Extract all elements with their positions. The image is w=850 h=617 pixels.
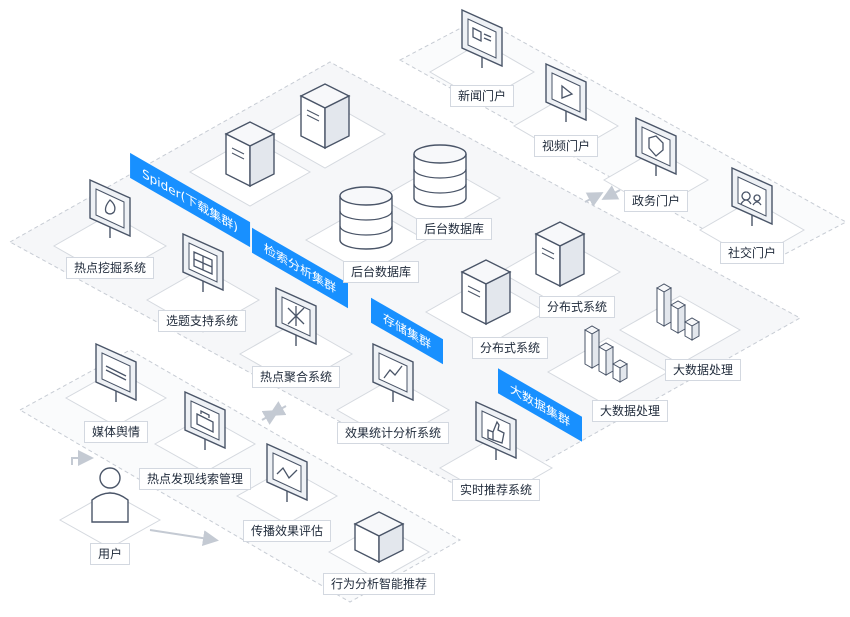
database-bottom-icon [339,186,393,250]
bigdata-top-label: 大数据处理 [664,359,742,381]
distributed-bottom-label: 分布式系统 [471,337,549,359]
social-portal-label: 社交门户 [719,242,785,264]
spread-evaluation-label: 传播效果评估 [242,520,332,542]
server-b-icon [224,121,276,188]
media-sentiment-label: 媒体舆情 [83,421,149,443]
user-label: 用户 [89,543,131,565]
topic-support-label: 选题支持系统 [157,310,247,332]
social-portal-icon [731,166,773,226]
effect-statistics-label: 效果统计分析系统 [336,422,450,444]
briefcase-icon [184,390,226,450]
hotspot-clue-label: 热点发现线索管理 [138,468,252,490]
video-portal-icon [545,62,587,122]
hotspot-aggregation-label: 热点聚合系统 [251,366,341,388]
gov-portal-label: 政务门户 [623,190,689,212]
sync-arrow-mid [261,401,287,425]
realtime-recommend-icon [475,400,517,460]
sync-arrow-top [584,185,621,207]
effect-statistics-icon [372,342,414,402]
bigdata-bottom-icon [583,325,629,383]
backend-db-top-label: 后台数据库 [415,218,493,240]
database-top-icon [413,144,467,208]
distributed-bottom-icon [460,259,512,326]
star-cube-icon [353,511,405,564]
news-portal-icon [461,8,503,68]
gov-portal-icon [635,116,677,176]
bigdata-bottom-label: 大数据处理 [591,400,669,422]
distributed-top-label: 分布式系统 [538,296,616,318]
backend-db-bottom-label: 后台数据库 [342,261,420,283]
realtime-recommend-label: 实时推荐系统 [451,479,541,501]
user-flow-arrow [71,450,219,547]
hotspot-mining-icon [89,178,131,238]
video-portal-label: 视频门户 [533,135,599,157]
trend-line-icon [266,442,308,502]
topic-support-icon [182,232,224,292]
person-icon [91,467,129,523]
hotspot-mining-label: 热点挖掘系统 [65,257,155,279]
news-portal-label: 新闻门户 [449,85,515,107]
browser-window-icon [95,342,137,402]
behavior-analysis-label: 行为分析智能推荐 [322,573,436,595]
hotspot-aggregation-icon [275,286,317,346]
bigdata-top-icon [655,283,701,341]
distributed-top-icon [534,221,586,288]
server-a-icon [299,83,351,150]
